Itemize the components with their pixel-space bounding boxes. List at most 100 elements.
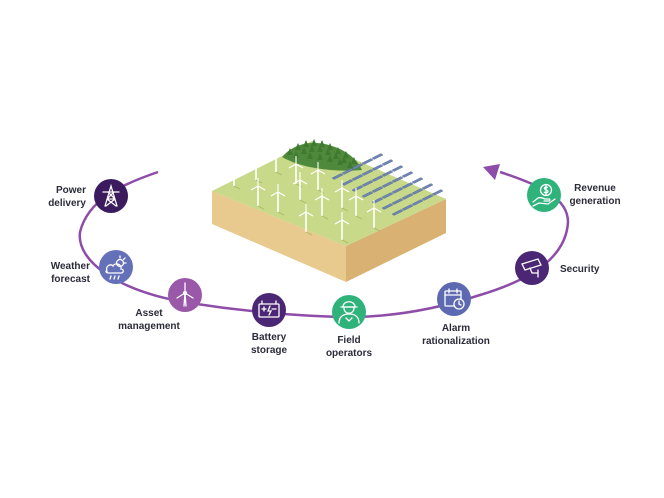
arc-arrowhead — [483, 164, 500, 180]
label-alarm-rationalization: Alarm rationalization — [422, 323, 490, 347]
tree — [325, 148, 331, 155]
solar-panel — [371, 186, 384, 193]
solar-panel — [381, 170, 394, 177]
calendar-clock-icon — [444, 288, 465, 310]
forest-trees — [287, 139, 357, 168]
tree — [307, 152, 313, 159]
solar-panel — [401, 171, 414, 178]
wind-turbine — [248, 152, 264, 184]
field-operators-circle — [332, 295, 366, 329]
node-weather-forecast[interactable] — [99, 250, 133, 284]
tree — [295, 143, 301, 150]
tree — [327, 155, 333, 162]
solar-panel — [431, 189, 444, 196]
wind-turbine — [314, 188, 330, 220]
solar-panel — [381, 181, 394, 188]
label-revenue-generation: Revenue generation — [569, 183, 621, 207]
wind-turbine — [298, 204, 314, 236]
solar-panel — [401, 204, 414, 211]
wind-turbine — [366, 200, 382, 232]
solar-panel — [421, 194, 434, 201]
wind-turbine-field — [226, 144, 382, 244]
tree — [333, 152, 339, 159]
solar-panel — [421, 183, 434, 190]
solar-panel — [341, 179, 354, 186]
tree — [287, 148, 293, 155]
label-power-delivery: Power delivery — [48, 185, 86, 209]
tree — [317, 145, 323, 152]
tree — [335, 147, 341, 154]
tree — [327, 143, 333, 150]
node-power-delivery[interactable] — [94, 179, 128, 213]
battery-icon — [258, 300, 280, 318]
hand-dollar-icon — [532, 183, 556, 207]
tree — [303, 140, 309, 147]
solar-panel — [401, 182, 414, 189]
weather-forecast-circle — [99, 250, 133, 284]
label-security: Security — [560, 264, 600, 275]
solar-panel — [371, 197, 384, 204]
tree — [317, 153, 323, 160]
weather-cloud-sun-icon — [105, 255, 127, 280]
tree — [301, 147, 307, 154]
solar-panel — [381, 192, 394, 199]
node-battery-storage[interactable] — [252, 293, 286, 327]
node-revenue-generation[interactable] — [527, 178, 561, 212]
landscape-illustration — [212, 139, 446, 282]
solar-panel — [411, 199, 424, 206]
node-security[interactable] — [515, 251, 549, 285]
soil-right-face — [346, 199, 446, 282]
solar-panel — [331, 173, 344, 180]
tree — [351, 157, 357, 164]
tree — [343, 151, 349, 158]
solar-panel — [391, 187, 404, 194]
wind-turbine — [310, 162, 326, 194]
tree — [337, 158, 343, 165]
tree — [311, 139, 317, 146]
alarm-rationalization-circle — [437, 282, 471, 316]
solar-panel — [361, 158, 374, 165]
solar-panel — [371, 175, 384, 182]
solar-panel — [391, 165, 404, 172]
solar-panel — [391, 198, 404, 205]
power-delivery-circle — [94, 179, 128, 213]
solar-panel — [351, 174, 364, 181]
soil-left-face — [212, 191, 346, 282]
solar-panel-field — [331, 153, 444, 216]
solar-panel — [371, 164, 384, 171]
node-asset-management[interactable] — [168, 278, 202, 312]
solar-panel — [371, 153, 384, 160]
wind-turbine — [292, 172, 308, 204]
wind-turbine-icon — [176, 282, 194, 307]
solar-panel — [361, 169, 374, 176]
node-alarm-rationalization[interactable] — [437, 282, 471, 316]
wind-turbine — [334, 212, 350, 244]
wind-turbine — [268, 144, 284, 176]
solar-panel — [401, 193, 414, 200]
field-operator-icon — [338, 301, 360, 324]
tree — [309, 145, 315, 152]
solar-panel — [411, 188, 424, 195]
label-weather-forecast: Weather forecast — [50, 261, 90, 285]
label-battery-storage: Battery storage — [250, 332, 288, 356]
wind-turbine — [348, 188, 364, 220]
grass-top-face — [212, 141, 446, 246]
label-field-operators: Field operators — [325, 335, 373, 359]
wind-turbine — [250, 178, 266, 210]
tree — [293, 151, 299, 158]
wind-turbine — [226, 158, 242, 190]
wind-turbine — [288, 156, 304, 188]
tree — [341, 156, 347, 163]
wind-turbine — [334, 180, 350, 212]
tree — [319, 140, 325, 147]
solar-panel — [361, 191, 374, 198]
label-asset-management: Asset management — [118, 308, 180, 332]
node-field-operators[interactable] — [332, 295, 366, 329]
solar-panel — [351, 163, 364, 170]
security-camera-icon — [521, 258, 542, 278]
solar-panel — [411, 177, 424, 184]
solar-panel — [391, 209, 404, 216]
wind-turbine — [270, 184, 286, 216]
